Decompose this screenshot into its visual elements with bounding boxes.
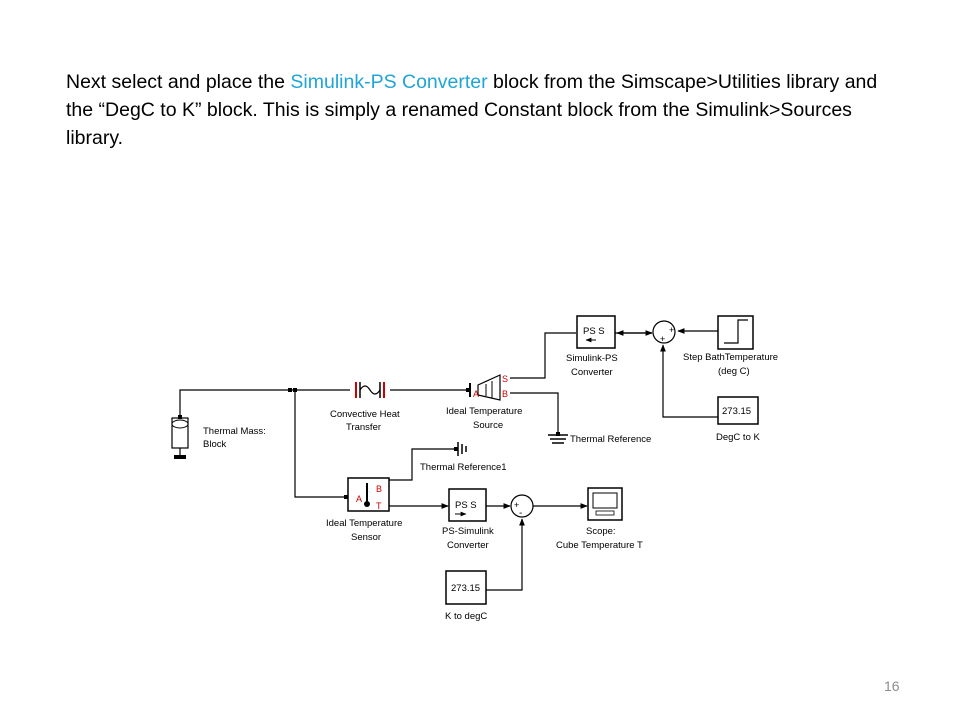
step-label-1: Step BathTemperature: [683, 352, 778, 363]
convective-label-1: Convective Heat: [330, 409, 400, 420]
k-to-degc-label: K to degC: [445, 611, 487, 622]
sensor-label-2: Sensor: [351, 532, 381, 543]
ps-simulink-text: PS S: [455, 500, 477, 511]
thermal-reference-block[interactable]: [548, 434, 568, 444]
sum-top-sign-1: +: [669, 325, 674, 335]
simulink-ps-converter-block[interactable]: PS S: [576, 315, 616, 349]
highlighted-block-name: Simulink-PS Converter: [290, 71, 488, 93]
step-label-2: (deg C): [718, 366, 750, 377]
instruction-text-start: Next select and place the: [66, 71, 291, 93]
sum-top-sign-2: +: [660, 334, 665, 344]
ideal-temperature-sensor-block[interactable]: A B T: [347, 477, 390, 512]
ps-simulink-converter-block[interactable]: PS S: [448, 488, 487, 522]
source-label-1: Ideal Temperature: [446, 406, 522, 417]
scope-label-1: Scope:: [586, 526, 616, 537]
instruction-text-end: block from the Simscape>Utilities librar…: [66, 71, 878, 149]
ps-simulink-label-2: Converter: [447, 540, 489, 551]
source-port-b: B: [502, 389, 508, 399]
convective-heat-transfer-block[interactable]: [355, 382, 385, 398]
sum-block-top[interactable]: + +: [652, 320, 676, 344]
port-dots: [178, 388, 560, 499]
convective-label-2: Transfer: [346, 422, 381, 433]
thermal-mass-label-2: Block: [203, 439, 226, 450]
degc-to-k-block[interactable]: 273.15: [717, 396, 759, 425]
thermal-mass-label-1: Thermal Mass:: [203, 426, 266, 437]
sensor-port-t: T: [376, 501, 382, 511]
connection-lines: [179, 328, 718, 591]
instruction-paragraph: Next select and place the Simulink-PS Co…: [66, 68, 906, 152]
slide-number: 16: [884, 678, 900, 694]
sensor-port-a: A: [356, 494, 362, 504]
simulink-ps-text: PS S: [583, 326, 605, 337]
sensor-port-b: B: [376, 484, 382, 494]
k-to-degc-block[interactable]: 273.15: [445, 570, 487, 605]
sum-bottom-sign-2: -: [519, 508, 522, 519]
source-port-s: S: [502, 374, 508, 384]
sum-block-bottom[interactable]: + -: [510, 494, 534, 519]
sensor-label-1: Ideal Temperature: [326, 518, 402, 529]
scope-label-2: Cube Temperature T: [556, 540, 643, 551]
thermal-mass-block[interactable]: [171, 417, 189, 459]
degc-to-k-label: DegC to K: [716, 432, 760, 443]
ps-simulink-label-1: PS-Simulink: [442, 526, 494, 537]
thermal-reference1-block[interactable]: [457, 442, 467, 456]
thermal-reference1-label: Thermal Reference1: [420, 462, 507, 473]
degc-to-k-value: 273.15: [722, 406, 751, 417]
simulink-ps-label-2: Converter: [571, 367, 613, 378]
source-label-2: Source: [473, 420, 503, 431]
scope-block[interactable]: [587, 487, 623, 521]
k-to-degc-value: 273.15: [451, 583, 480, 594]
simulink-ps-label-1: Simulink-PS: [566, 353, 618, 364]
step-bath-temperature-block[interactable]: [717, 315, 754, 350]
thermal-reference-label: Thermal Reference: [570, 434, 651, 445]
sum-bottom-sign-1: +: [514, 500, 519, 510]
source-port-a: A: [473, 389, 479, 399]
ideal-temperature-source-block[interactable]: S A B: [469, 374, 508, 401]
